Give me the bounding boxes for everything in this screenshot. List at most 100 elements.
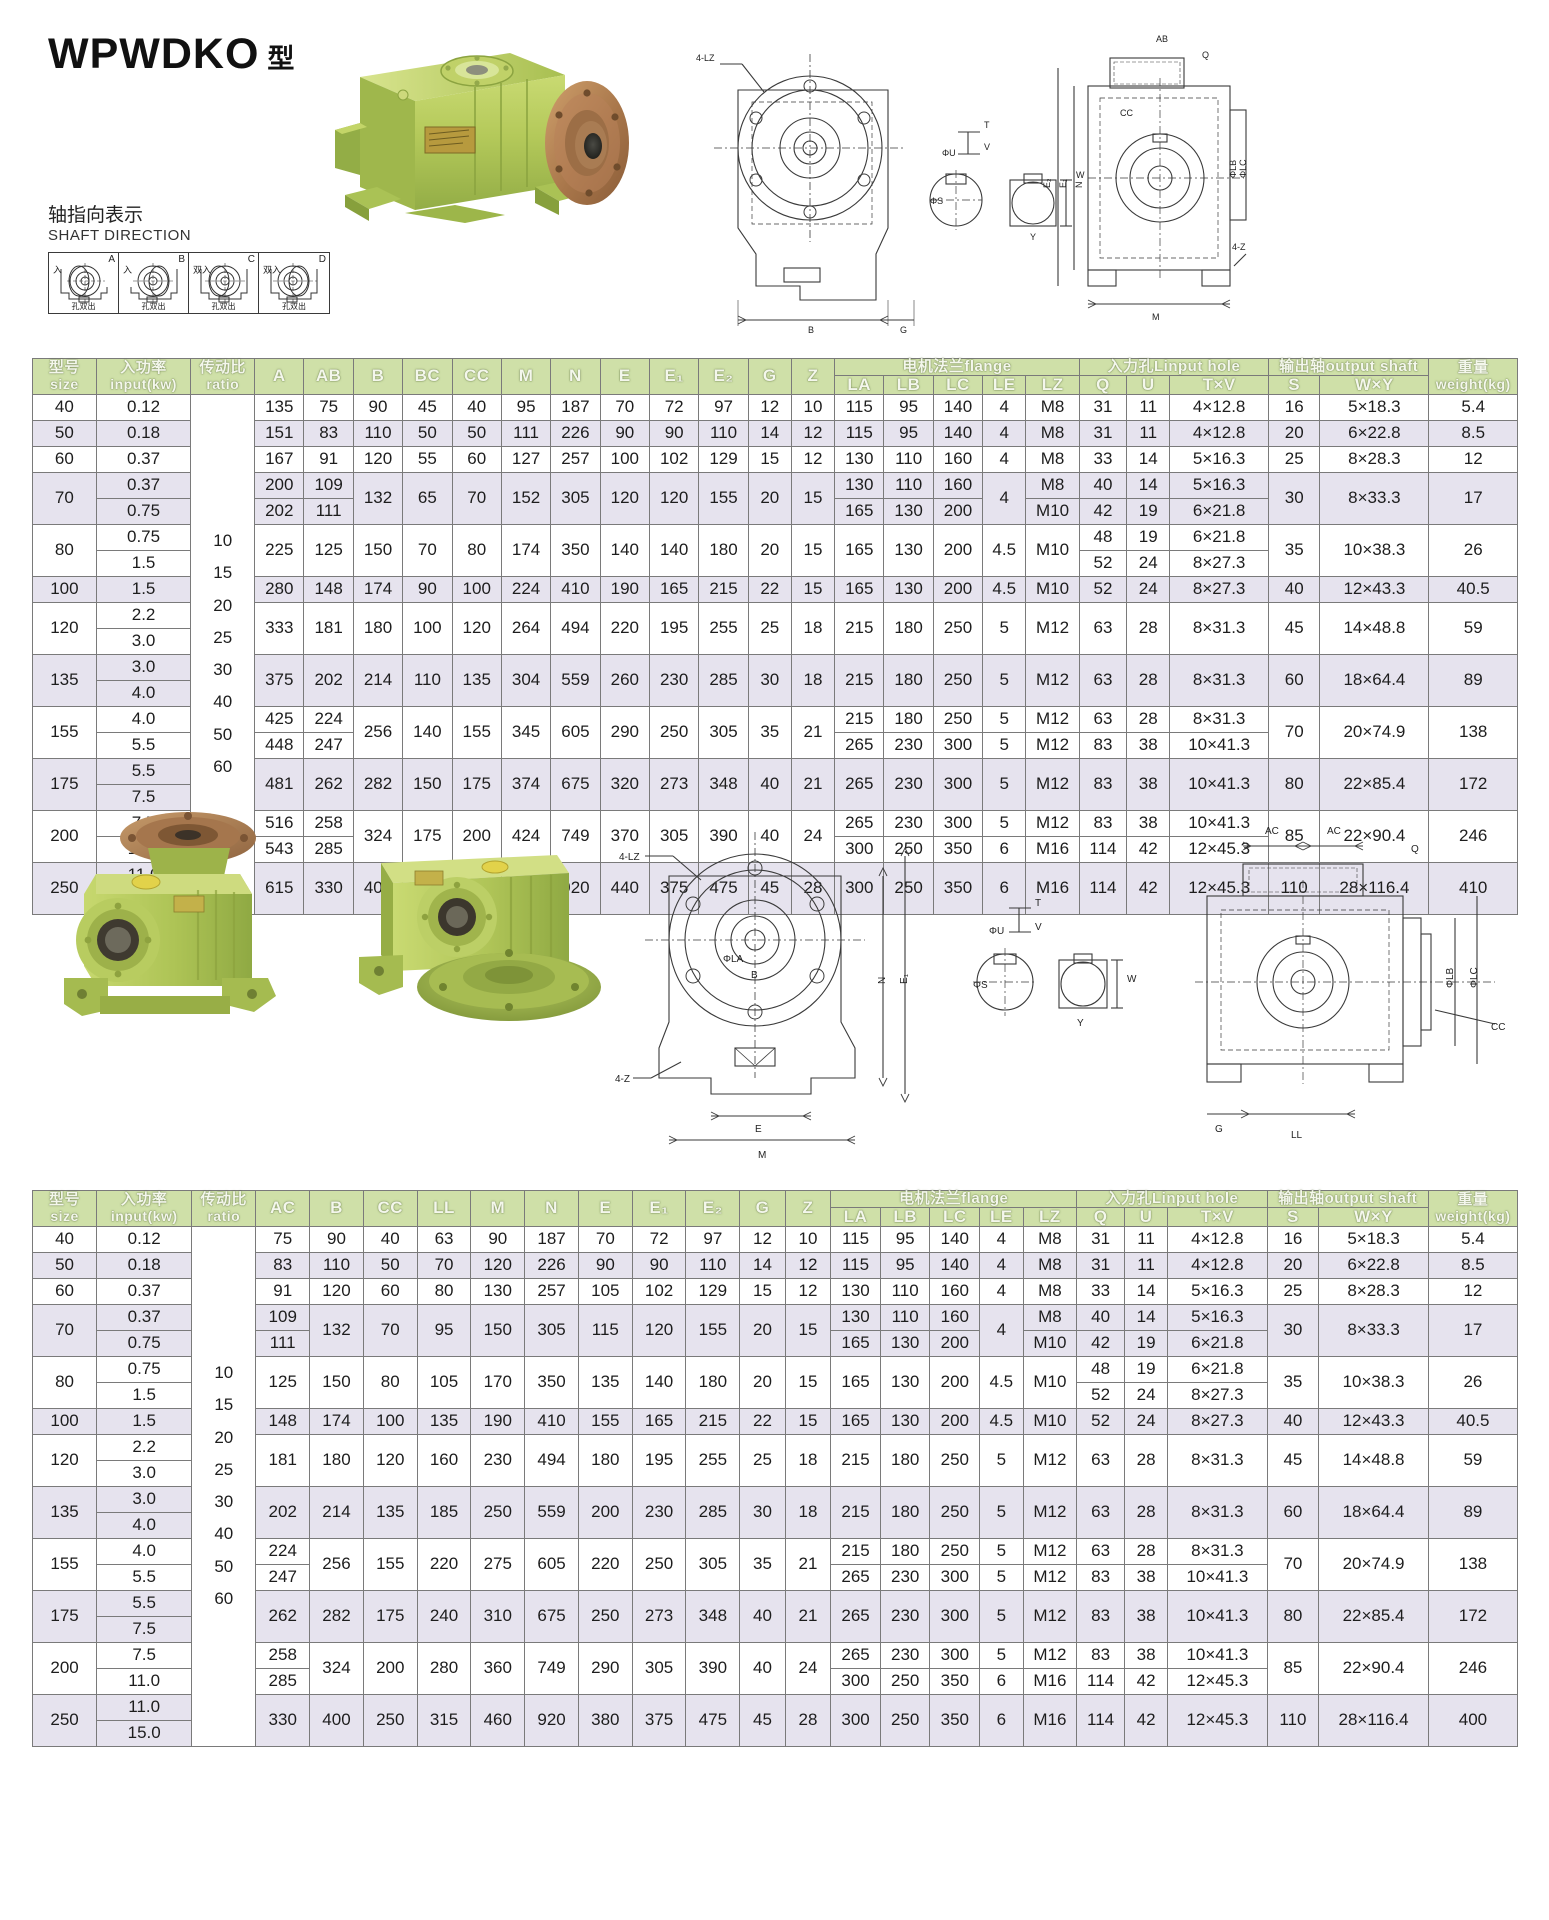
cell-power: 1.5: [95, 549, 192, 577]
cell-TV: 4×12.8: [1167, 1225, 1268, 1253]
cell-E2: 305: [698, 705, 749, 759]
cell-TV: 8×27.3: [1169, 549, 1270, 577]
cell-LE: 4.5: [979, 1355, 1024, 1409]
cell-Q: 33: [1076, 1277, 1125, 1305]
cell-E2: 110: [698, 419, 749, 447]
cell-WY: 8×28.3: [1318, 1277, 1429, 1305]
cell-E: 115: [577, 1303, 633, 1357]
product-photo-wpwdkv: [345, 805, 625, 1030]
cell-LC: 350: [929, 1667, 981, 1695]
cell-E2: 285: [685, 1485, 741, 1539]
cell-power: 3.0: [96, 1459, 193, 1487]
cell-S: 45: [1266, 1433, 1320, 1487]
cell-E2: 110: [685, 1251, 741, 1279]
cell-E: 250: [577, 1589, 633, 1643]
cell-Q: 52: [1078, 575, 1128, 603]
cell-N: 305: [550, 471, 601, 525]
cell-Z: 12: [784, 1251, 832, 1279]
cell-power: 4.0: [95, 705, 192, 733]
label-ll-ktv: LL: [1291, 1130, 1303, 1141]
cell-M: 230: [470, 1433, 526, 1487]
cell-E1: 90: [648, 419, 700, 447]
cell-size: 135: [31, 1485, 98, 1539]
cell-AC: 148: [255, 1407, 311, 1435]
cell-S: 40: [1266, 1407, 1320, 1435]
label-v-ko: V: [984, 142, 990, 152]
cell-size: 70: [32, 471, 97, 525]
cell-LZ: M12: [1022, 1563, 1078, 1591]
cell-AB: 109: [303, 471, 354, 499]
cell-U: 28: [1123, 1485, 1169, 1539]
cell-Z: 15: [790, 471, 836, 525]
cell-G: 45: [747, 861, 792, 915]
cell-S: 85: [1268, 809, 1321, 863]
cell-weight: 410: [1428, 861, 1518, 915]
th-dim-LL: LL: [416, 1190, 472, 1227]
shaft-sub-label: 孔双出: [211, 302, 236, 311]
cell-AB: 83: [303, 419, 354, 447]
cell-E1: 90: [631, 1251, 687, 1279]
cell-LA: 215: [834, 653, 885, 707]
cell-LC: 200: [932, 497, 984, 525]
cell-TV: 8×27.3: [1169, 575, 1270, 603]
cell-U: 38: [1126, 757, 1171, 811]
th-weight-en: weight(kg): [1435, 375, 1511, 392]
label-q-ktv: Q: [1411, 844, 1419, 855]
cell-size: 100: [32, 575, 97, 603]
cell-E: 220: [599, 601, 650, 655]
cell-BC: 45: [402, 393, 453, 421]
cell-M: 304: [500, 653, 552, 707]
th-outputshaft-en: output shaft: [1325, 358, 1419, 375]
cell-A: 135: [254, 393, 305, 421]
cell-LE: 4: [979, 1303, 1024, 1357]
cell-E: 200: [577, 1485, 633, 1539]
cell-LC: 300: [932, 731, 984, 759]
cell-AC: 181: [255, 1433, 311, 1487]
cell-A: 225: [254, 523, 305, 577]
cell-B: 180: [352, 601, 404, 655]
cell-B: 282: [352, 757, 404, 811]
cell-LZ: M8: [1025, 471, 1080, 499]
cell-E: 105: [577, 1277, 633, 1305]
cell-weight: 246: [1427, 1641, 1519, 1695]
th-input-en: input(kw): [110, 1207, 178, 1224]
cell-LA: 300: [830, 1667, 881, 1695]
cell-LZ: M16: [1022, 1693, 1078, 1747]
cell-U: 28: [1126, 705, 1171, 733]
th-inputhole-en: Linput hole: [1154, 358, 1241, 375]
th-WY: W×Y: [1318, 1206, 1429, 1227]
cell-AB: 224: [303, 705, 354, 733]
cell-TV: 10×41.3: [1169, 731, 1270, 759]
cell-weight: 138: [1428, 705, 1518, 759]
shaft-direction-en-ko: SHAFT DIRECTION: [48, 226, 192, 244]
cell-A: 167: [254, 445, 305, 473]
cell-LB: 95: [883, 419, 934, 447]
cell-power: 3.0: [96, 1485, 193, 1513]
th-ratio-cn: 传动比: [200, 1191, 248, 1209]
cell-LA: 115: [834, 419, 885, 447]
cell-LB: 130: [883, 575, 934, 603]
cell-power: 0.12: [96, 1225, 193, 1253]
cell-U: 42: [1126, 835, 1171, 863]
cell-power: 7.5: [96, 1641, 193, 1669]
label-philc-ko: ΦLC: [1238, 159, 1248, 178]
cell-A: 151: [254, 419, 305, 447]
cell-A: 425: [254, 705, 305, 733]
ratio-value: 10: [213, 530, 233, 550]
cell-CC: 80: [362, 1355, 418, 1409]
cell-S: 35: [1266, 1355, 1320, 1409]
cell-TV: 8×31.3: [1169, 601, 1270, 655]
cell-E2: 390: [698, 809, 749, 863]
label-y-ktv: Y: [1077, 1018, 1084, 1029]
th-dim-M: M: [500, 358, 552, 395]
th-dim-N: N: [550, 358, 601, 395]
cell-LC: 160: [929, 1277, 981, 1305]
cell-WY: 20×74.9: [1318, 1537, 1429, 1591]
dimension-drawing-wpwdktv: 4-LZ 4-Z E M ΦLA B ΦU ΦS T V W Y N E₁ AC…: [615, 810, 1525, 1170]
cell-weight: 59: [1428, 601, 1518, 655]
th-inputhole-cn: 入力孔: [1105, 1190, 1153, 1207]
cell-E2: 155: [698, 471, 749, 525]
cell-LZ: M10: [1022, 1329, 1078, 1357]
cell-power: 0.75: [95, 523, 192, 551]
